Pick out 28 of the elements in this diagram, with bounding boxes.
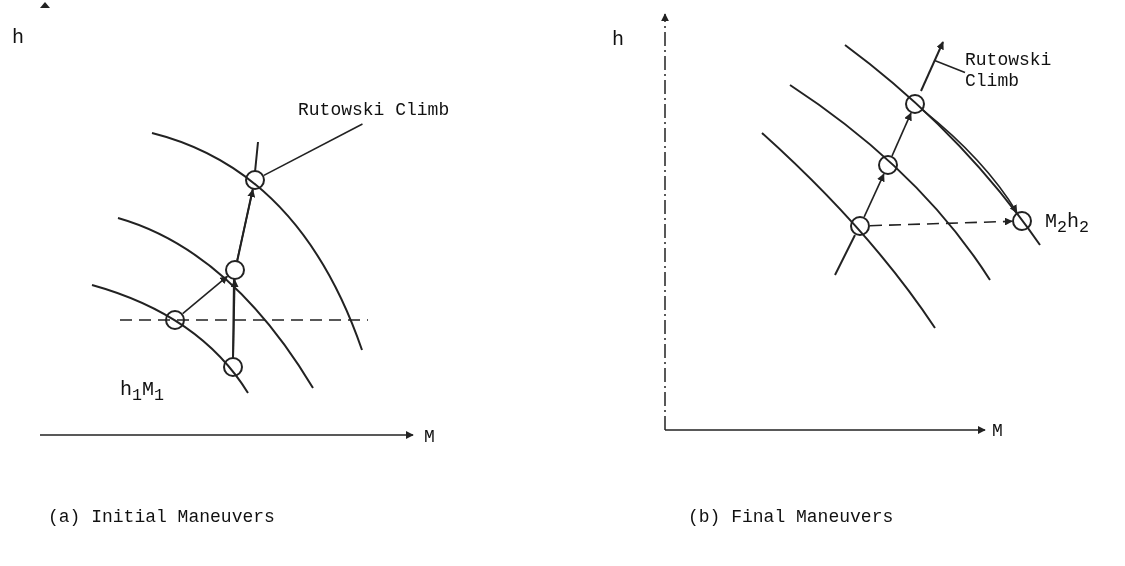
axis-label: M [424,428,435,446]
leader-line [933,59,966,74]
leader-line [263,123,364,177]
point-label: M$_{2}$h$_{2}$ [1045,212,1090,237]
callout-text: Rutowski Climb [965,50,1065,92]
circle-marker [245,170,265,190]
circle-marker [905,94,925,114]
caption: (a) Initial Maneuvers [48,508,275,526]
circle-marker [225,260,245,280]
callout-text: Rutowski Climb [298,100,473,121]
axis-label: h [12,28,24,48]
circle-marker [165,310,185,330]
circle-marker [850,216,870,236]
axis-label: h [612,30,624,50]
point-label: h$_{1}$M$_{1}$ [120,380,165,405]
arrow [863,173,885,218]
arrow [230,279,239,358]
arrow [891,112,912,157]
circle-marker [1012,211,1032,231]
circle-marker [223,357,243,377]
arrow [869,217,1013,227]
arrow [922,109,1018,214]
axis-label: M [992,422,1003,440]
arrow [181,275,229,315]
circle-marker [878,155,898,175]
arrow [236,188,256,262]
climb-path-arrow [920,41,944,92]
caption: (b) Final Maneuvers [688,508,894,526]
